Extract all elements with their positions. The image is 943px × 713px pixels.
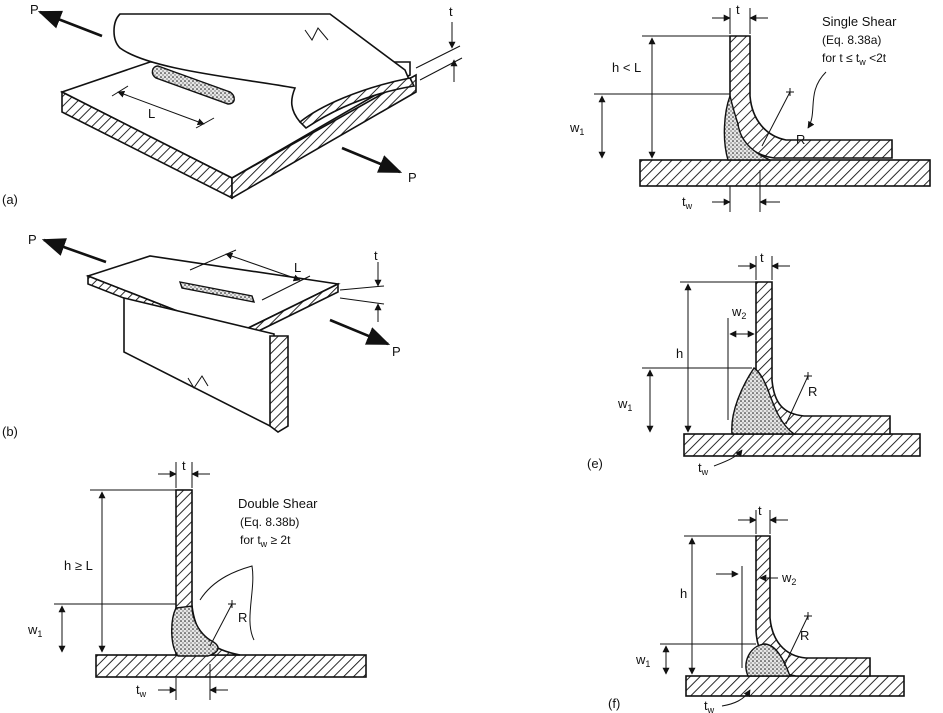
panel-d: t h < L w1 R tw Single Shear (Eq. 8.38a)… — [569, 2, 930, 212]
panel-f-radius-label: R — [800, 628, 809, 643]
panel-e-w2-label: w2 — [731, 304, 746, 321]
panel-a-t-ext-top — [416, 46, 460, 68]
panel-f-radius-center — [804, 612, 812, 620]
panel-e-weld — [732, 368, 794, 434]
panel-f-base-plate — [686, 676, 904, 696]
panel-e: t h w2 w1 R tw (e) — [587, 250, 920, 477]
panel-d-w1-label: w1 — [569, 120, 584, 137]
panel-a-tag: (a) — [2, 192, 18, 207]
panel-b-tag: (b) — [2, 424, 18, 439]
panel-c: t h ≥ L w1 R tw Double Shear (Eq. 8.38b)… — [27, 458, 366, 700]
panel-c-base-plate — [96, 655, 366, 677]
panel-d-tw-label: tw — [682, 194, 693, 211]
panel-b: L P P t (b) — [2, 232, 401, 439]
panel-c-radius-label: R — [238, 610, 247, 625]
panel-a: L P P t (a) — [2, 2, 462, 207]
panel-c-note-line3: for tw ≥ 2t — [240, 533, 291, 549]
panel-d-radius-center — [786, 88, 794, 96]
panel-c-w1-label: w1 — [27, 622, 42, 639]
panel-c-tw-label: tw — [136, 682, 147, 699]
panel-b-load-arrow-right — [330, 320, 388, 344]
panel-e-base-plate — [684, 434, 920, 456]
panel-f-w1-label: w1 — [635, 652, 650, 669]
panel-e-tw-label: tw — [698, 460, 709, 477]
panel-f: t h w2 w1 R tw (f) — [608, 503, 904, 713]
panel-d-height-label: h < L — [612, 60, 641, 75]
panel-e-radius-center — [804, 372, 812, 380]
panel-a-load-left-label: P — [30, 2, 39, 17]
panel-d-radius-label: R — [796, 132, 805, 147]
panel-a-thickness-label: t — [449, 4, 453, 19]
panel-b-t-ext-top — [340, 286, 384, 290]
panel-a-load-right-label: P — [408, 170, 417, 185]
panel-c-height-label: h ≥ L — [64, 558, 93, 573]
panel-d-base-plate — [640, 160, 930, 186]
panel-b-t-ext-bottom — [340, 298, 384, 304]
panel-b-web-edge — [270, 336, 288, 432]
panel-b-load-arrow-left — [44, 240, 106, 262]
panel-e-radius-label: R — [808, 384, 817, 399]
panel-b-length-label: L — [294, 260, 301, 275]
panel-d-note-line2: (Eq. 8.38a) — [822, 33, 881, 47]
panel-f-tw-label: tw — [704, 698, 715, 713]
panel-a-length-label: L — [148, 106, 155, 121]
panel-a-load-arrow-right — [342, 148, 400, 172]
panel-d-note-leader — [808, 72, 826, 128]
panel-e-thickness-label: t — [760, 250, 764, 265]
panel-f-thickness-label: t — [758, 503, 762, 518]
panel-e-height-label: h — [676, 346, 683, 361]
panel-f-height-label: h — [680, 586, 687, 601]
panel-c-radius-line — [210, 604, 232, 646]
panel-c-note-line2: (Eq. 8.38b) — [240, 515, 299, 529]
panel-b-load-right-label: P — [392, 344, 401, 359]
panel-c-radius-center — [228, 600, 236, 608]
panel-f-tag: (f) — [608, 696, 620, 711]
panel-a-t-ext-bottom — [420, 58, 462, 80]
panel-a-load-arrow-left — [40, 12, 102, 36]
panel-c-thickness-label: t — [182, 458, 186, 473]
panel-d-note-line1: Single Shear — [822, 14, 897, 29]
panel-d-thickness-label: t — [736, 2, 740, 17]
panel-c-weld — [172, 606, 218, 656]
panel-b-load-left-label: P — [28, 232, 37, 247]
panel-e-w1-label: w1 — [617, 396, 632, 413]
panel-d-note-line3: for t ≤ tw <2t — [822, 51, 887, 67]
panel-e-tag: (e) — [587, 456, 603, 471]
panel-c-note-line1: Double Shear — [238, 496, 318, 511]
panel-f-w2-label: w2 — [781, 570, 796, 587]
panel-b-thickness-label: t — [374, 248, 378, 263]
panel-c-shear-outline — [200, 566, 254, 640]
